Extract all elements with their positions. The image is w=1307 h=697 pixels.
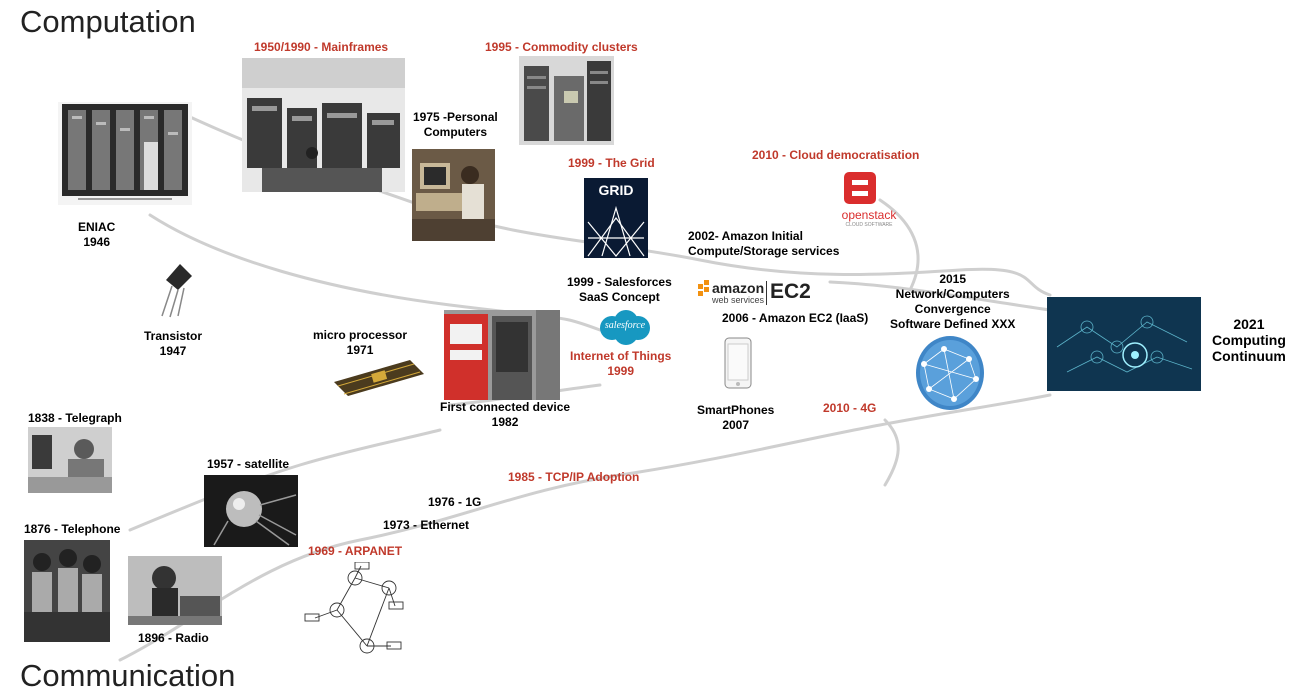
- ec2-branch-arrow: [828, 280, 1052, 312]
- mainframes-label: 1950/1990 - Mainframes: [254, 40, 389, 54]
- radio-label: 1896 - Radio: [138, 631, 209, 645]
- telephone-photo: [24, 540, 110, 642]
- grid-logo: GRID: [584, 178, 648, 258]
- satellite-label: 1957 - satellite: [207, 457, 290, 471]
- computation-heading: Computation: [20, 4, 196, 39]
- amazon-initial-label: 2002- Amazon Initial Compute/Storage ser…: [688, 229, 840, 258]
- mainframes-photo: [242, 58, 405, 192]
- grid-label: 1999 - The Grid: [568, 156, 655, 170]
- grid-logo-text: GRID: [598, 182, 634, 198]
- cloud-label: 2010 - Cloud democratisation: [752, 148, 920, 162]
- amazon-ec2-logo: amazon web services EC2: [698, 278, 818, 308]
- computing-continuum-image: [1047, 297, 1201, 391]
- communication-heading: Communication: [20, 658, 236, 693]
- telegraph-label: 1838 - Telegraph: [28, 411, 122, 425]
- ethernet-label: 1973 - Ethernet: [383, 518, 470, 532]
- communication-arrow: [118, 393, 1052, 662]
- eniac-branch-arrow: [148, 213, 602, 332]
- transistor-photo: [160, 260, 200, 318]
- microprocessor-photo: [330, 356, 428, 400]
- telephone-label: 1876 - Telephone: [24, 522, 121, 536]
- 4g-label: 2010 - 4G: [823, 401, 877, 415]
- satellite-photo: [204, 475, 298, 547]
- tcpip-label: 1985 - TCP/IP Adoption: [508, 470, 640, 484]
- arpanet-diagram: [303, 562, 409, 654]
- salesforce-logo: salesforce: [596, 308, 654, 346]
- ec2-text: EC2: [770, 280, 811, 303]
- radio-photo: [128, 556, 222, 625]
- ec2-label: 2006 - Amazon EC2 (IaaS): [722, 311, 869, 325]
- salesforce-text: salesforce: [604, 320, 646, 331]
- amazon-text: amazon: [712, 280, 765, 296]
- eniac-photo: [58, 102, 192, 205]
- clusters-photo: [519, 56, 614, 145]
- convergence-label: 2015 Network/Computers Convergence Softw…: [890, 272, 1016, 331]
- amazon-subtext: web services: [712, 295, 765, 305]
- smartphone-photo: [724, 337, 752, 389]
- pc-photo: [412, 149, 495, 241]
- 1g-label: 1976 - 1G: [428, 495, 482, 509]
- arpanet-label: 1969 - ARPANET: [308, 544, 403, 558]
- openstack-subtext: CLOUD SOFTWARE: [845, 222, 893, 228]
- clusters-label: 1995 - Commodity clusters: [485, 40, 638, 54]
- network-globe: [914, 334, 986, 412]
- first-device-photo: [444, 310, 560, 400]
- telegraph-photo: [28, 427, 112, 493]
- telephone-branch-arrow: [128, 428, 442, 532]
- openstack-text: openstack: [841, 208, 897, 222]
- openstack-logo: openstack CLOUD SOFTWARE: [838, 170, 900, 232]
- 4g-branch-arrow: [883, 418, 900, 487]
- cloud-branch-arrow: [878, 198, 920, 292]
